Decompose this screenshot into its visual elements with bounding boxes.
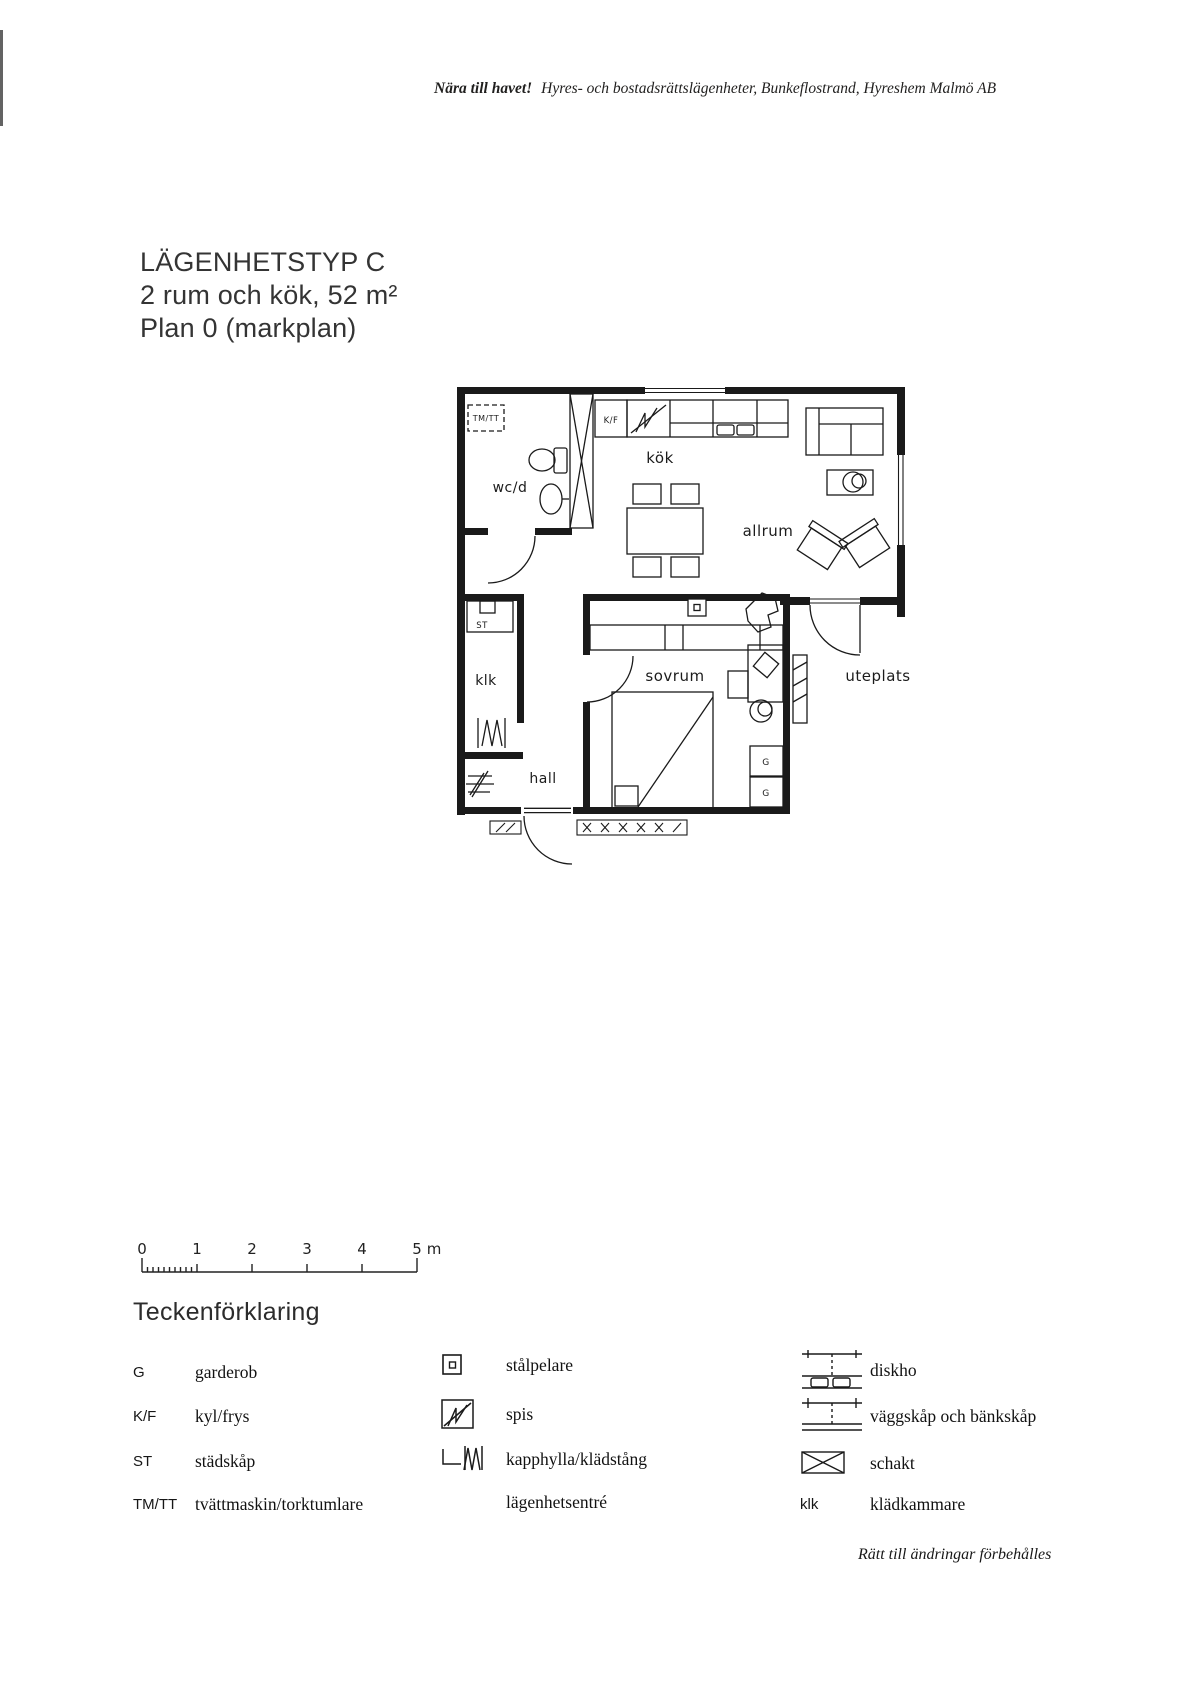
kitchen-counter [626, 399, 789, 438]
annotation-g: G [762, 758, 769, 768]
coat-rack-klk [477, 718, 506, 748]
legend-desc: garderob [195, 1362, 258, 1382]
legend-desc: lägenhetsentré [506, 1492, 608, 1512]
room-label-kok: kök [646, 449, 674, 467]
apartment-floor: Plan 0 (markplan) [140, 313, 357, 343]
legend-row-tvattmaskin: TM/TT tvättmaskin/torktumlare [133, 1494, 363, 1515]
scale-ruler [141, 1258, 418, 1273]
legend-row-stadskap: ST städskåp [133, 1451, 255, 1472]
legend-desc: väggskåp och bänkskåp [870, 1405, 1037, 1426]
steel-pillar [687, 598, 707, 617]
legend-row-vaggskap: väggskåp och bänkskåp [800, 1396, 1036, 1436]
windows [645, 387, 904, 604]
stove-symbol [630, 404, 667, 434]
walls [457, 387, 905, 815]
shelf-row [589, 624, 784, 651]
toilet [528, 447, 568, 474]
legend-desc: diskho [870, 1359, 917, 1380]
cabinet-icon [800, 1396, 870, 1436]
legend-row-diskho: diskho [800, 1348, 917, 1392]
legend-abbr: ST [133, 1453, 153, 1470]
room-label-wcd: wc/d [493, 480, 528, 496]
annotation-kf: K/F [604, 416, 619, 426]
legend-title: Teckenförklaring [133, 1298, 320, 1326]
room-label-uteplats: uteplats [845, 667, 910, 685]
scale-unit: m [427, 1240, 442, 1258]
room-label-hall: hall [529, 771, 556, 787]
room-label-sovrum: sovrum [645, 667, 704, 685]
coat-rack-icon [440, 1444, 498, 1474]
apartment-size: 2 rum och kök, 52 m² [140, 280, 398, 310]
legend-desc: schakt [870, 1452, 915, 1473]
room-label-allrum: allrum [743, 522, 794, 540]
bed [611, 691, 714, 809]
scan-artifact [0, 30, 3, 126]
footer-disclaimer: Rätt till ändringar förbehålles [858, 1546, 1052, 1563]
floor-plan-drawing: wc/d kök allrum sovrum klk hall uteplats… [457, 387, 910, 865]
desk [727, 644, 784, 723]
room-label-klk: klk [475, 673, 497, 689]
tv-table [826, 469, 874, 496]
cleaning-cabinet [466, 600, 514, 633]
legend-row-kapphylla: kapphylla/klädstång [440, 1444, 647, 1474]
wcd-door-arc [487, 535, 536, 584]
legend-abbr: klk [800, 1496, 819, 1513]
scale-label-4: 4 [357, 1240, 367, 1258]
fence-strip [576, 819, 688, 836]
steel-pillar-icon [440, 1352, 498, 1378]
legend-row-kylfrys: K/F kyl/frys [133, 1406, 249, 1427]
scale-label-3: 3 [302, 1240, 312, 1258]
shaft-icon [800, 1450, 870, 1476]
legend-abbr: K/F [133, 1408, 157, 1425]
legend-row-schakt: schakt [800, 1450, 915, 1476]
entry-slab [489, 820, 522, 835]
sink-bowls [716, 424, 755, 436]
header-emphasis: Nära till havet! [434, 80, 533, 97]
legend-desc: klädkammare [870, 1494, 966, 1514]
legend-desc: städskåp [195, 1451, 256, 1471]
legend-row-lagenhetsentre: lägenhetsentré [440, 1492, 607, 1513]
sovrum-door-arc [586, 655, 634, 703]
legend-row-spis: spis [440, 1396, 533, 1432]
shaft-strip [792, 654, 808, 724]
dining-table [626, 483, 704, 578]
legend-desc: kapphylla/klädstång [506, 1448, 647, 1469]
legend-desc: tvättmaskin/torktumlare [195, 1494, 364, 1514]
entrance-door [523, 807, 573, 865]
washbasin [539, 483, 569, 515]
annotation-g: G [762, 789, 769, 799]
armchair [796, 519, 849, 571]
stove-icon [440, 1396, 498, 1432]
coat-rack-hall [466, 770, 494, 798]
header-text: Hyres- och bostadsrättslägenheter, Bunke… [541, 80, 997, 97]
scale-label-2: 2 [247, 1240, 257, 1258]
scale-label-1: 1 [192, 1240, 202, 1258]
floor-plan: wc/d kök allrum sovrum klk hall uteplats… [430, 350, 920, 875]
legend-row-garderob: G garderob [133, 1362, 257, 1383]
legend-abbr: TM/TT [133, 1496, 178, 1513]
wardrobes [749, 745, 784, 808]
apartment-type-title: LÄGENHETSTYP C [140, 247, 386, 277]
sink-icon [800, 1348, 870, 1392]
page-header: Nära till havet! Hyres- och bostadsrättsl… [434, 80, 996, 98]
legend-abbr: G [133, 1364, 145, 1381]
plant [745, 592, 779, 633]
title-block: LÄGENHETSTYP C 2 rum och kök, 52 m² Plan… [140, 246, 398, 345]
shaft-column [569, 393, 594, 529]
scale-label-5: 5 [412, 1240, 422, 1258]
washer-dryer-box [467, 404, 505, 432]
armchair [838, 517, 891, 569]
scale-bar: 0 1 2 3 4 5 m [125, 1232, 455, 1287]
legend-desc: spis [506, 1403, 534, 1424]
uteplats-door [809, 604, 861, 656]
annotation-st: ST [476, 621, 488, 631]
annotation-tmtt: TM/TT [472, 414, 500, 423]
scale-label-0: 0 [137, 1240, 147, 1258]
sofa [805, 407, 884, 456]
legend-row-stalpelare: stålpelare [440, 1352, 573, 1378]
legend-desc: kyl/frys [195, 1406, 250, 1426]
legend-row-kladkammare: klk klädkammare [800, 1494, 965, 1515]
legend-desc: stålpelare [506, 1354, 574, 1375]
